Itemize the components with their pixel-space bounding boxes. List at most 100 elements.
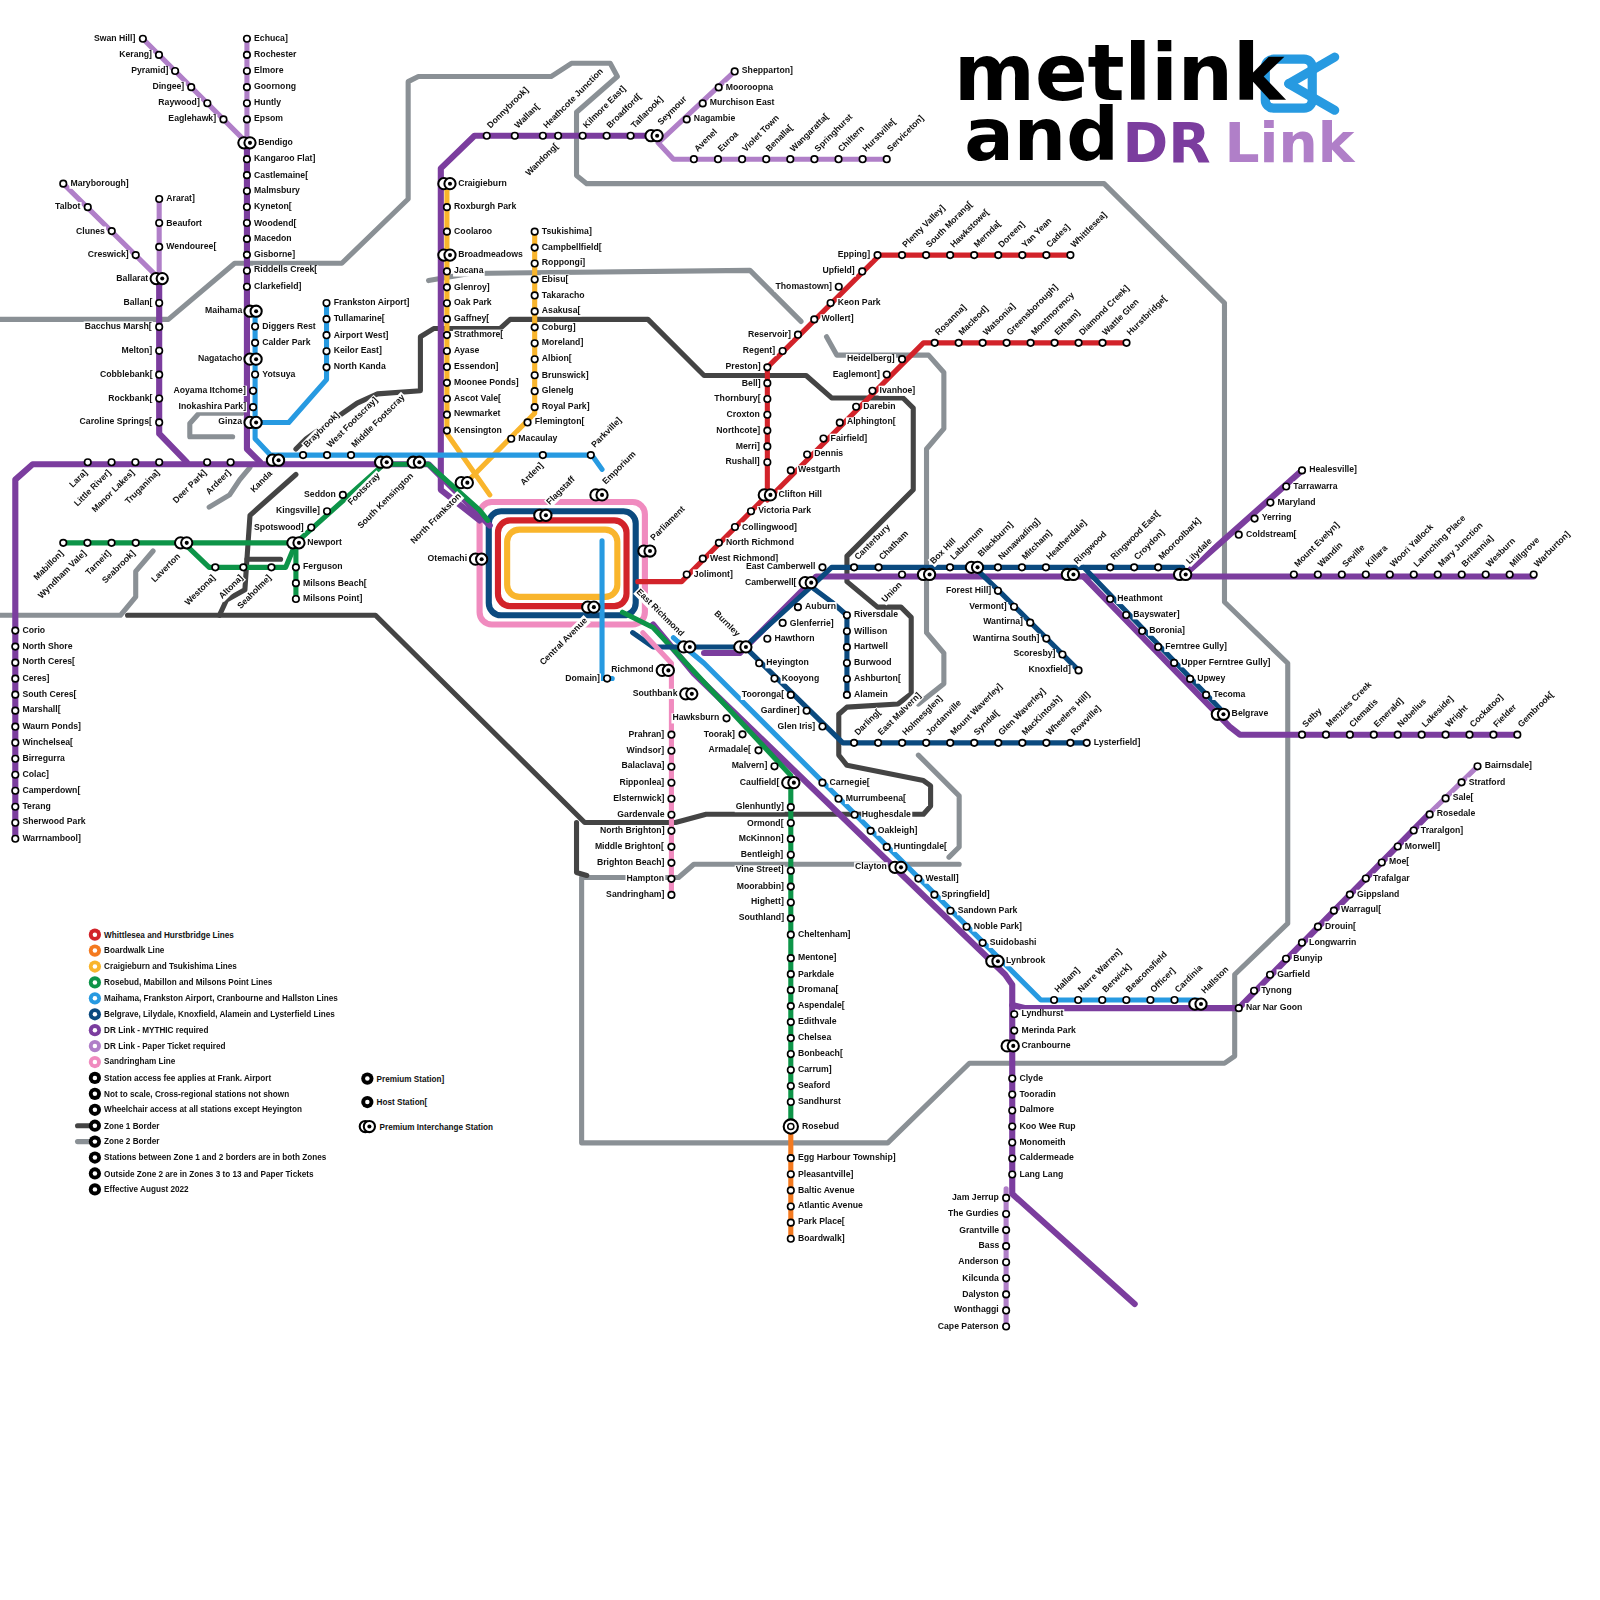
station-dot xyxy=(1019,740,1026,747)
interchange-core xyxy=(996,959,1000,963)
interchange-ring xyxy=(686,688,697,699)
station-dot xyxy=(1051,997,1058,1004)
station-label: Frankston Airport] xyxy=(333,298,411,308)
station-dot xyxy=(444,284,451,291)
station-label: Warragul[ xyxy=(1340,906,1382,916)
station-label: Bayswater] xyxy=(1132,610,1180,620)
interchange-ring xyxy=(181,537,192,548)
station-label: Heathmont xyxy=(1116,594,1163,604)
station-dot xyxy=(293,596,300,603)
station-label: Gembrook[ xyxy=(1515,689,1556,730)
interchange-ring xyxy=(972,562,983,573)
station-label: Southbank xyxy=(632,689,679,699)
station-dot xyxy=(764,636,771,643)
station-label: Toorak] xyxy=(703,729,736,739)
station-label: Ferntree Gully] xyxy=(1164,642,1228,652)
station-label: Koo Wee Rup xyxy=(1018,1121,1076,1131)
station-dot xyxy=(108,228,115,235)
interchange-ring xyxy=(273,455,284,466)
station-label: Epping] xyxy=(837,250,871,260)
station-dot xyxy=(1003,1227,1010,1234)
station-label: Ballan[ xyxy=(122,298,153,308)
legend-symbol xyxy=(89,1072,101,1084)
station-dot xyxy=(348,452,355,459)
station-label: Riddells Creek[ xyxy=(253,266,318,276)
station-label: Newmarket xyxy=(453,410,501,420)
station-label: Moorabbin] xyxy=(736,881,785,891)
station-label: Dalmore xyxy=(1018,1105,1055,1115)
station-label: Kanda xyxy=(248,468,275,495)
station-label: Shepparton] xyxy=(741,66,794,76)
station-label: Ashburton[ xyxy=(853,674,902,684)
legend-symbol-core xyxy=(365,1076,369,1080)
station-label: Noble Park] xyxy=(973,922,1023,932)
station-dot xyxy=(811,156,818,163)
interchange-core xyxy=(600,493,604,497)
station-dot xyxy=(227,459,234,466)
station-dot xyxy=(1003,1259,1010,1266)
station-dot xyxy=(764,443,771,450)
legend-text: DR Link - Paper Ticket required xyxy=(103,1042,226,1051)
station-dot xyxy=(963,924,970,931)
interchange-core xyxy=(1199,1002,1203,1006)
station-label: Ararat] xyxy=(165,194,195,204)
city-loop xyxy=(480,502,645,624)
station-dot xyxy=(588,452,595,459)
interchange-core xyxy=(417,460,421,464)
station-dot xyxy=(531,324,538,331)
station-dot xyxy=(899,571,906,578)
station-dot xyxy=(252,323,259,330)
interchange-core xyxy=(976,565,980,569)
legend-symbol-core xyxy=(93,1092,97,1096)
station-label: Dennis xyxy=(813,449,844,459)
station-dot xyxy=(244,116,251,123)
station-dot xyxy=(531,404,538,411)
station-dot xyxy=(899,356,906,363)
station-dot xyxy=(915,875,922,882)
station-dot xyxy=(250,404,257,411)
station-label: Mooroopna xyxy=(725,82,774,92)
station-label: Garfield xyxy=(1276,970,1311,980)
legend-swatch xyxy=(89,1024,101,1036)
station-label: Wonthaggi xyxy=(953,1305,1000,1315)
legend-symbol-core xyxy=(93,1076,97,1080)
station-label: Westall] xyxy=(924,873,959,883)
route-line xyxy=(441,136,654,521)
station-dot xyxy=(1107,564,1114,571)
station-label: Riversdale xyxy=(853,610,899,620)
station-dot xyxy=(244,283,251,290)
station-dot xyxy=(668,779,675,786)
station-label: McKinnon] xyxy=(738,834,785,844)
station-label: Diggers Rest xyxy=(261,321,317,331)
legend-symbol-core xyxy=(93,1171,97,1175)
interchange-ring xyxy=(444,178,455,189)
station-dot xyxy=(12,771,19,778)
station-label: Ascot Vale[ xyxy=(453,394,502,404)
route-line xyxy=(184,543,296,567)
interchange-core xyxy=(277,458,281,462)
station-dot xyxy=(1299,467,1306,474)
legend-symbol-core xyxy=(93,996,97,1000)
station-dot xyxy=(788,867,795,874)
station-dot xyxy=(1027,619,1034,626)
route-line xyxy=(633,567,1183,647)
station-label: Ivanhoe] xyxy=(879,386,917,396)
station-label: Clifton Hill xyxy=(778,490,823,500)
station-label: North Shore xyxy=(21,642,73,652)
station-label: Drouin[ xyxy=(1324,922,1357,932)
station-label: Caulfield[ xyxy=(739,778,781,788)
interchange-ring xyxy=(788,777,799,788)
station-label: Cobblebank[ xyxy=(99,370,154,380)
station-label: Tarrawarra xyxy=(1292,481,1338,491)
station-label: Wendouree[ xyxy=(165,242,217,252)
legend-symbol-core xyxy=(93,932,97,936)
station-label: Broadmeadows xyxy=(457,250,524,260)
station-label: Bonbeach[ xyxy=(797,1049,844,1059)
station-dot xyxy=(1123,612,1130,619)
interchange-core xyxy=(592,605,596,609)
station-label: Rochester xyxy=(253,50,297,60)
station-dot xyxy=(324,508,331,515)
station-label: Sandown Park xyxy=(957,906,1019,916)
station-dot xyxy=(293,580,300,587)
station-dot xyxy=(12,755,19,762)
